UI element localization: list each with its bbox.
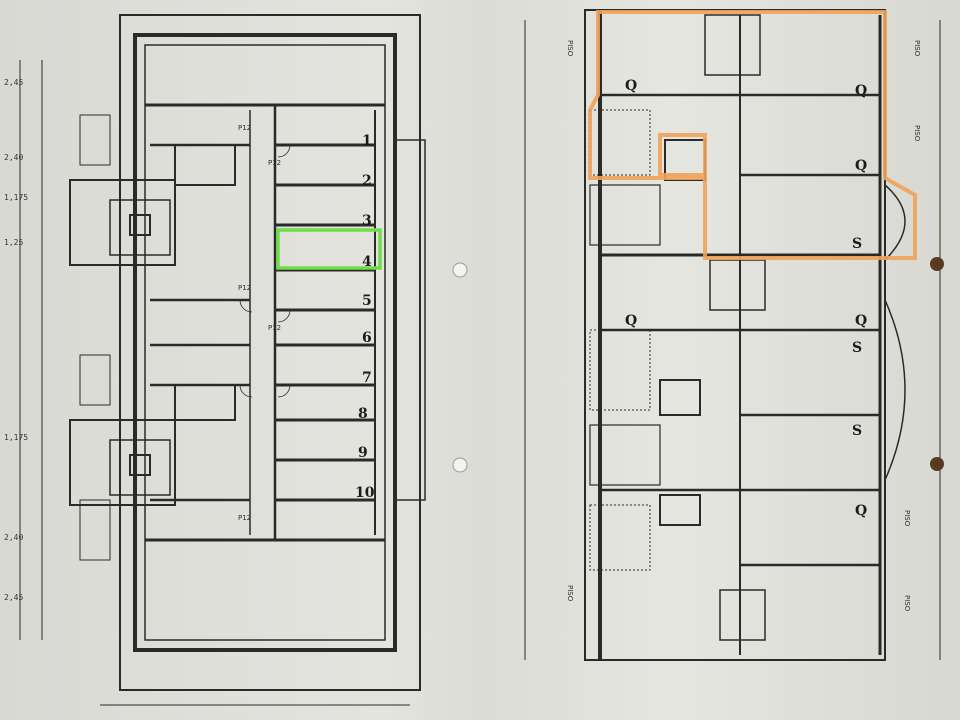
left-floor-plan [19, 14, 426, 706]
unit-number: 7 [362, 370, 372, 386]
room-label: Q [855, 83, 867, 99]
floor-tag: PISO [566, 585, 574, 602]
highlighted-apartment-outline [588, 10, 917, 260]
room-label: Q [855, 313, 867, 329]
room-label: S [852, 236, 862, 252]
right-floor-plan [524, 9, 941, 661]
dim-5: 1,175 [4, 433, 28, 442]
floor-tag: PISO [566, 40, 574, 57]
unit-number: 2 [362, 173, 372, 189]
corridor-labels: P12 P12 P12 P12 P12 [238, 124, 281, 522]
corridor-label: P12 [238, 124, 251, 132]
unit-number: 5 [362, 293, 372, 309]
room-label: Q [855, 503, 867, 519]
left-dimensions: 2,45 2,40 1,175 1,25 1,175 2,40 2,45 [4, 78, 28, 602]
dim-1: 2,45 [4, 78, 23, 87]
floor-tags: PISO PISO PISO PISO PISO PISO [566, 40, 921, 612]
room-label: S [852, 423, 862, 439]
unit-number: 6 [362, 330, 372, 346]
room-label: S [852, 340, 862, 356]
floor-tag: PISO [903, 510, 911, 527]
unit-number: 8 [358, 406, 368, 422]
room-label: Q [625, 313, 637, 329]
unit-number: 4 [362, 254, 372, 270]
corridor-label: P12 [268, 324, 281, 332]
highlighted-unit-box [276, 228, 382, 270]
unit-number: 9 [358, 445, 368, 461]
room-label: Q [855, 158, 867, 174]
dim-4: 1,25 [4, 238, 23, 247]
floor-tag: PISO [913, 40, 921, 57]
floor-tag: PISO [903, 595, 911, 612]
dim-3: 1,175 [4, 193, 28, 202]
unit-number: 3 [362, 213, 372, 229]
dim-6: 2,40 [4, 533, 23, 542]
corridor-label: P12 [268, 159, 281, 167]
room-labels: S S S Q Q Q Q Q Q [625, 78, 867, 519]
unit-numbers: 1 2 3 4 5 6 7 8 9 10 [355, 133, 375, 501]
dim-7: 2,45 [4, 593, 23, 602]
corridor-label: P12 [238, 284, 251, 292]
unit-number: 1 [362, 133, 372, 149]
corridor-label: P12 [238, 514, 251, 522]
floor-tag: PISO [913, 125, 921, 142]
dim-2: 2,40 [4, 153, 23, 162]
unit-number: 10 [355, 485, 375, 501]
room-label: Q [625, 78, 637, 94]
